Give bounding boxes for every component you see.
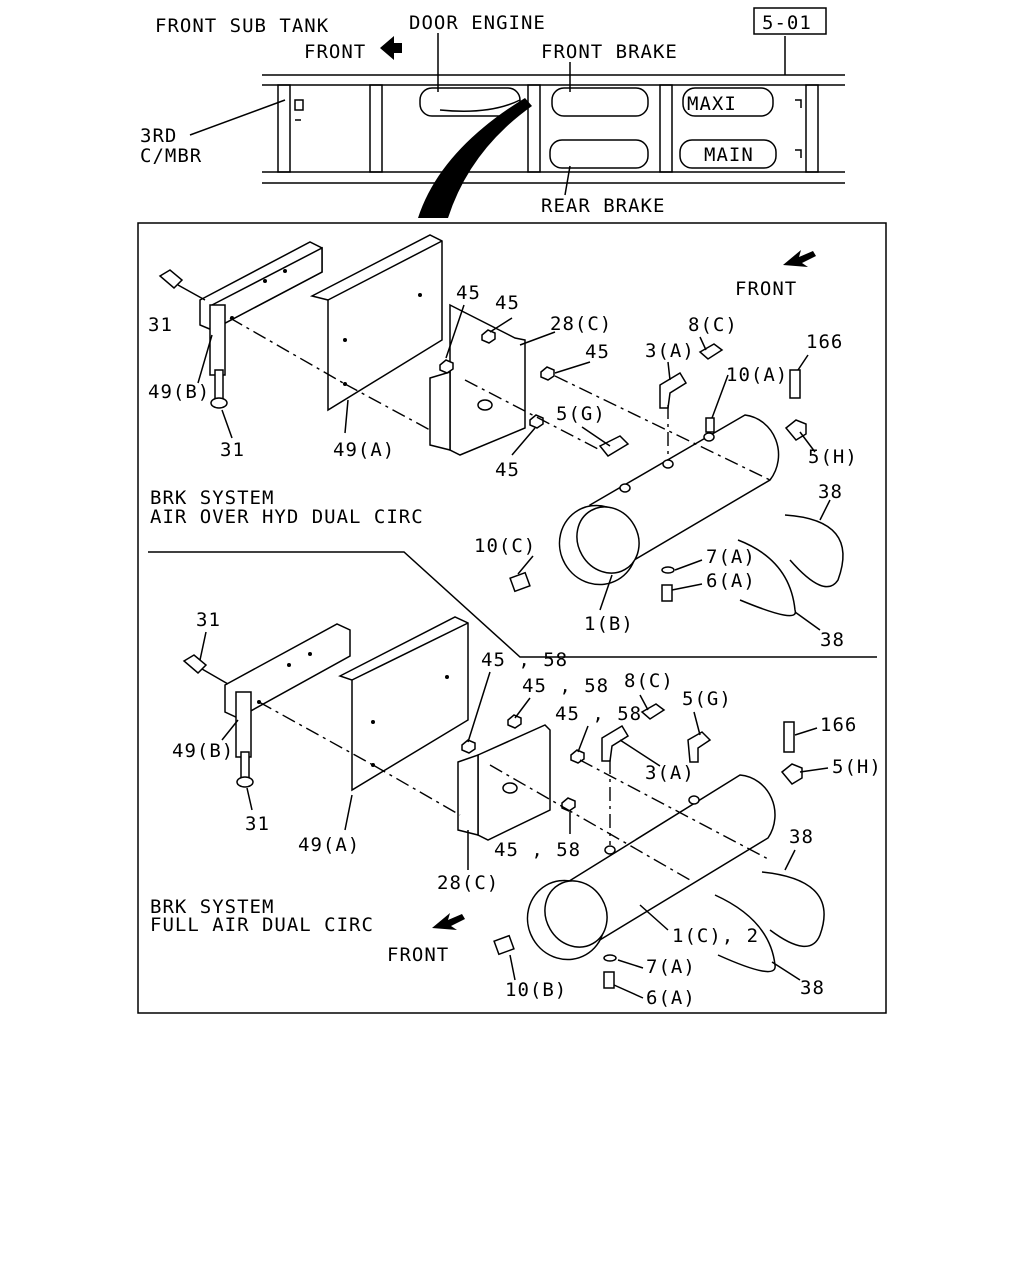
lower-title-2: FULL AIR DUAL CIRC xyxy=(150,914,374,936)
maxi-tank-label: MAXI xyxy=(687,93,737,115)
lower-l4558b: 45 , 58 xyxy=(522,675,609,697)
lower-l1c2: 1(C), 2 xyxy=(672,925,759,947)
lower-l8c: 8(C) xyxy=(624,670,674,692)
page-ref: 5-01 xyxy=(762,12,812,34)
overview-front-label: FRONT xyxy=(304,41,366,63)
door-engine-label: DOOR ENGINE xyxy=(409,12,546,34)
upper-l10c: 10(C) xyxy=(474,535,536,557)
lower-l38b: 38 xyxy=(800,977,825,999)
upper-l45d: 45 xyxy=(495,459,520,481)
upper-l28c: 28(C) xyxy=(550,313,612,335)
lower-section: BRK SYSTEM FULL AIR DUAL CIRC FRONT 31 4… xyxy=(150,609,882,1009)
lower-front-label: FRONT xyxy=(387,944,449,966)
upper-l8c: 8(C) xyxy=(688,314,738,336)
lower-l4558a: 45 , 58 xyxy=(481,649,568,671)
upper-l10a: 10(A) xyxy=(726,364,788,386)
upper-front-label: FRONT xyxy=(735,278,797,300)
front-sub-tank-label: FRONT SUB TANK xyxy=(155,15,329,37)
lower-l4558c: 45 , 58 xyxy=(555,703,642,725)
upper-l31b: 31 xyxy=(220,439,245,461)
main-tank-label: MAIN xyxy=(704,144,754,166)
detail-frame xyxy=(137,222,887,1014)
upper-l6a: 6(A) xyxy=(706,570,756,592)
upper-l1b: 1(B) xyxy=(584,613,634,635)
upper-l7a: 7(A) xyxy=(706,546,756,568)
upper-l38b: 38 xyxy=(820,629,845,651)
rear-brake-label: REAR BRAKE xyxy=(541,195,665,217)
front-arrow-icon xyxy=(380,36,402,60)
lower-l166: 166 xyxy=(820,714,857,736)
upper-l45c: 45 xyxy=(585,341,610,363)
lower-l10b: 10(B) xyxy=(505,979,567,1001)
upper-l31a: 31 xyxy=(148,314,173,336)
upper-l38a: 38 xyxy=(818,481,843,503)
upper-l45a: 45 xyxy=(456,282,481,304)
lower-l49a: 49(A) xyxy=(298,834,360,856)
upper-section: BRK SYSTEM AIR OVER HYD DUAL CIRC FRONT … xyxy=(148,234,858,651)
lower-l31a: 31 xyxy=(196,609,221,631)
lower-l3a: 3(A) xyxy=(645,762,695,784)
lower-l4558d: 45 , 58 xyxy=(494,839,581,861)
page-ref-box xyxy=(753,7,827,35)
upper-l5h: 5(H) xyxy=(808,446,858,468)
chassis-overview: MAXI MAIN FRONT SUB TANK FRONT DOOR ENGI… xyxy=(140,7,845,218)
lower-front-arrow-icon xyxy=(432,913,465,930)
lower-l49b: 49(B) xyxy=(172,740,234,762)
upper-title-2: AIR OVER HYD DUAL CIRC xyxy=(150,506,424,528)
lower-l5g: 5(G) xyxy=(682,688,732,710)
upper-title-1: BRK SYSTEM xyxy=(150,487,274,509)
upper-l45b: 45 xyxy=(495,292,520,314)
lower-l7a: 7(A) xyxy=(646,956,696,978)
lower-l31b: 31 xyxy=(245,813,270,835)
upper-l49a: 49(A) xyxy=(333,439,395,461)
third-cmbr-label-1: 3RD xyxy=(140,125,177,147)
upper-l49b: 49(B) xyxy=(148,381,210,403)
upper-front-arrow-icon xyxy=(783,250,816,267)
upper-l3a: 3(A) xyxy=(645,340,695,362)
front-brake-label: FRONT BRAKE xyxy=(541,41,678,63)
upper-l166: 166 xyxy=(806,331,843,353)
lower-l38a: 38 xyxy=(789,826,814,848)
lower-l28c: 28(C) xyxy=(437,872,499,894)
upper-l5g: 5(G) xyxy=(556,403,606,425)
lower-l5h: 5(H) xyxy=(832,756,882,778)
lower-title-1: BRK SYSTEM xyxy=(150,896,274,918)
lower-l6a: 6(A) xyxy=(646,987,696,1009)
section-divider xyxy=(148,551,877,658)
third-cmbr-label-2: C/MBR xyxy=(140,145,202,167)
